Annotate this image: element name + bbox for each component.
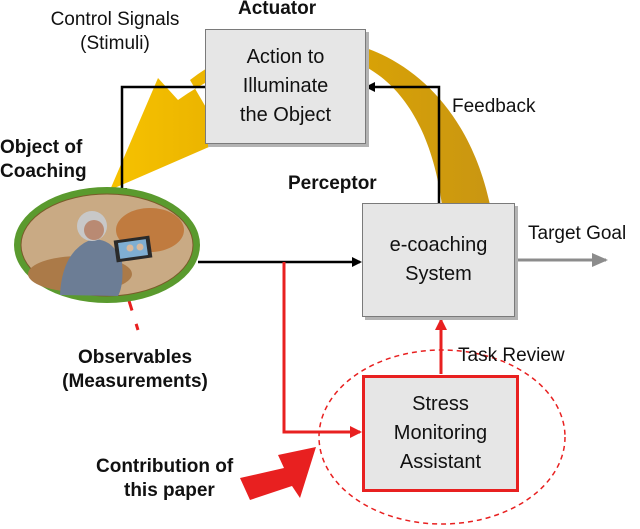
contribution-line1: Contribution of <box>96 456 234 477</box>
perceptor-label: Perceptor <box>288 173 377 194</box>
observables-line2: (Measurements) <box>62 371 208 392</box>
action-box: Action to Illuminate the Object <box>205 29 366 144</box>
actuator-label: Actuator <box>238 0 317 19</box>
action-box-line1: Action to <box>246 46 325 68</box>
stress-box: Stress Monitoring Assistant <box>362 375 519 492</box>
stress-box-line3: Assistant <box>399 451 482 473</box>
object-line2: Coaching <box>0 161 87 182</box>
object-line1: Object of <box>0 137 83 158</box>
stress-box-line1: Stress <box>412 393 469 415</box>
contribution-line2: this paper <box>124 480 215 501</box>
object-of-coaching-label: Object of Coaching <box>0 136 87 184</box>
action-box-line3: the Object <box>239 104 332 126</box>
control-signals-line2: (Stimuli) <box>80 33 150 54</box>
object-of-coaching-image <box>14 187 200 303</box>
ecoaching-box-line2: System <box>405 263 472 285</box>
measurements-to-stress-arrow <box>282 262 362 438</box>
ecoaching-box: e-coaching System <box>362 203 515 317</box>
actuator-to-object-arrow <box>117 85 205 198</box>
control-signals-label: Control Signals (Stimuli) <box>40 8 190 56</box>
action-box-line2: Illuminate <box>242 75 329 97</box>
perceptor-feedback-arrow <box>365 82 441 203</box>
task-review-label: Task Review <box>458 345 565 366</box>
contribution-label: Contribution of this paper <box>96 455 233 503</box>
observables-label: Observables (Measurements) <box>40 346 230 394</box>
stress-box-line2: Monitoring <box>393 422 488 444</box>
feedback-label: Feedback <box>452 96 536 117</box>
control-signals-line1: Control Signals <box>50 9 180 30</box>
ecoaching-box-line1: e-coaching <box>389 234 488 256</box>
observables-line1: Observables <box>77 347 193 368</box>
contribution-arrow <box>240 447 316 500</box>
target-goal-label: Target Goal <box>528 223 627 244</box>
